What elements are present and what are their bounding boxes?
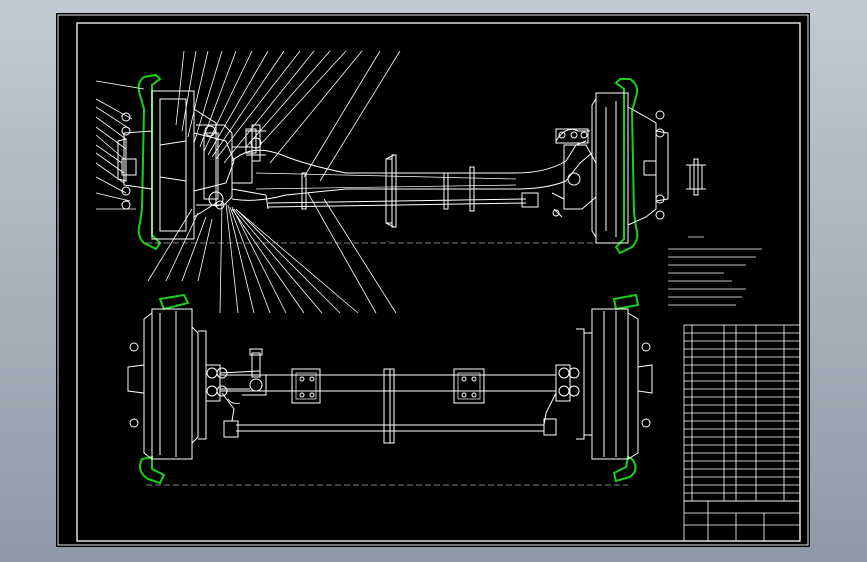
leader-lines-bottom bbox=[147, 192, 397, 314]
leader-lines-left bbox=[95, 80, 145, 210]
right-wheel-rim-bottom bbox=[612, 293, 640, 483]
title-block bbox=[683, 500, 801, 542]
cad-viewport[interactable]: — bbox=[56, 13, 810, 547]
right-steering-knuckle-top bbox=[551, 128, 597, 218]
right-knuckle-bottom bbox=[543, 364, 580, 426]
parts-list-table bbox=[683, 324, 801, 502]
bottom-view bbox=[127, 293, 653, 486]
tie-rod-top bbox=[267, 192, 539, 208]
leader-lines-top bbox=[175, 50, 401, 182]
left-hub-assembly-top bbox=[117, 90, 235, 240]
right-hub-assembly-top bbox=[591, 92, 669, 244]
section-symbol-detail bbox=[686, 158, 706, 196]
tie-rod-bottom bbox=[236, 418, 557, 436]
top-dimension-text: — bbox=[386, 239, 389, 243]
top-view: — bbox=[117, 73, 706, 255]
right-wheel-rim-top bbox=[614, 78, 639, 255]
axle-beam-bottom bbox=[220, 368, 556, 444]
sheet-inner-border bbox=[76, 22, 801, 542]
technical-notes bbox=[668, 236, 762, 306]
left-steering-knuckle-top bbox=[196, 124, 269, 210]
axle-beam-top bbox=[231, 140, 593, 228]
right-drum-bottom bbox=[576, 308, 653, 460]
left-wheel-rim-bottom bbox=[139, 293, 190, 485]
left-wheel-rim-top bbox=[137, 73, 162, 251]
sheet-outer-border bbox=[57, 14, 809, 546]
left-knuckle-bottom bbox=[205, 364, 261, 438]
left-drum-bottom bbox=[127, 308, 207, 460]
axle-assembly-drawing: — bbox=[57, 14, 809, 546]
